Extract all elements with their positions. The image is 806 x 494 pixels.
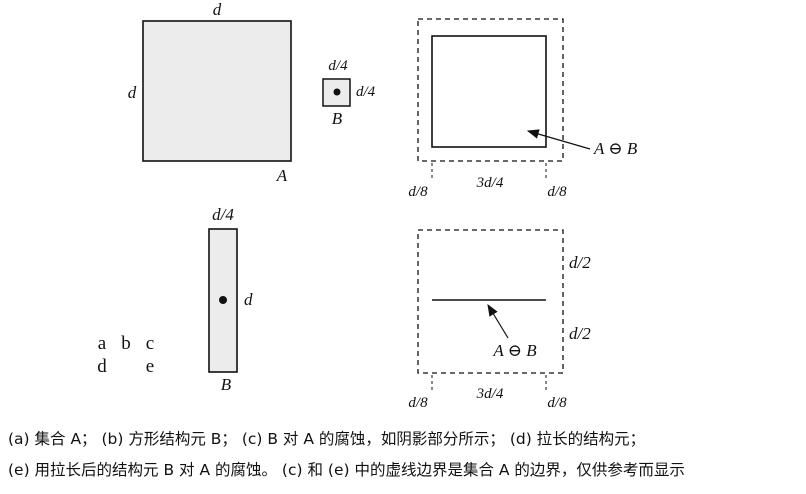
panel-letter-c: c bbox=[146, 333, 154, 354]
erosion-result-label: A ⊖ B bbox=[492, 341, 537, 360]
dimension-upper-half: d/2 bbox=[569, 253, 591, 272]
square-structuring-element bbox=[322, 78, 351, 107]
origin-dot bbox=[219, 296, 227, 304]
dimension-middle-width: 3d/4 bbox=[476, 386, 504, 402]
origin-dot bbox=[333, 88, 341, 96]
figure-caption: (a) 集合 A； (b) 方形结构元 B； (c) B 对 A 的腐蚀，如阴影… bbox=[8, 424, 800, 486]
element-b-top-dimension: d/4 bbox=[328, 58, 348, 74]
panel-d: d/4 d B bbox=[208, 205, 253, 394]
panel-letter-a: a bbox=[98, 333, 107, 354]
elongated-b-label: B bbox=[221, 375, 232, 394]
panel-letter-b: b bbox=[121, 333, 131, 354]
erosion-result-label: A ⊖ B bbox=[593, 139, 638, 158]
caption-line-1: (a) 集合 A； (b) 方形结构元 B； (c) B 对 A 的腐蚀，如阴影… bbox=[8, 430, 646, 448]
panel-c: A ⊖ B d/8 3d/4 d/8 bbox=[408, 18, 638, 200]
panel-letter-e: e bbox=[146, 356, 154, 377]
dimension-right-margin: d/8 bbox=[547, 184, 567, 200]
panel-letter-d: d bbox=[97, 356, 107, 377]
elongated-b-side-dimension: d bbox=[244, 290, 253, 309]
element-b-label: B bbox=[332, 109, 343, 128]
set-a-top-dimension: d bbox=[213, 0, 222, 19]
elongated-b-top-dimension: d/4 bbox=[212, 205, 234, 224]
panel-e: A ⊖ B d/2 d/2 d/8 3d/4 d/8 bbox=[408, 229, 591, 411]
set-a-dashed-boundary bbox=[417, 18, 564, 162]
result-pointer-arrow bbox=[487, 303, 509, 339]
panel-a: d d A bbox=[128, 0, 292, 185]
dimension-left-margin: d/8 bbox=[408, 184, 428, 200]
dimension-right-margin: d/8 bbox=[547, 395, 567, 411]
element-b-side-dimension: d/4 bbox=[356, 84, 376, 100]
dimension-middle-width: 3d/4 bbox=[476, 175, 504, 191]
dimension-lower-half: d/2 bbox=[569, 324, 591, 343]
erosion-result-square bbox=[431, 35, 547, 148]
panel-letters: a b c d e bbox=[97, 333, 154, 377]
set-a-side-dimension: d bbox=[128, 83, 137, 102]
set-a-label: A bbox=[276, 166, 288, 185]
result-pointer-arrow bbox=[526, 129, 591, 150]
morphology-erosion-figure: d d A d/4 d/4 B A ⊖ B d/8 3d/4 d/8 d/4 d… bbox=[97, 0, 638, 411]
caption-line-2: (e) 用拉长后的结构元 B 对 A 的腐蚀。 (c) 和 (e) 中的虚线边界… bbox=[8, 461, 685, 479]
set-a-square bbox=[142, 20, 292, 162]
panel-b: d/4 d/4 B bbox=[322, 58, 376, 128]
set-a-dashed-boundary bbox=[417, 229, 564, 374]
dimension-left-margin: d/8 bbox=[408, 395, 428, 411]
